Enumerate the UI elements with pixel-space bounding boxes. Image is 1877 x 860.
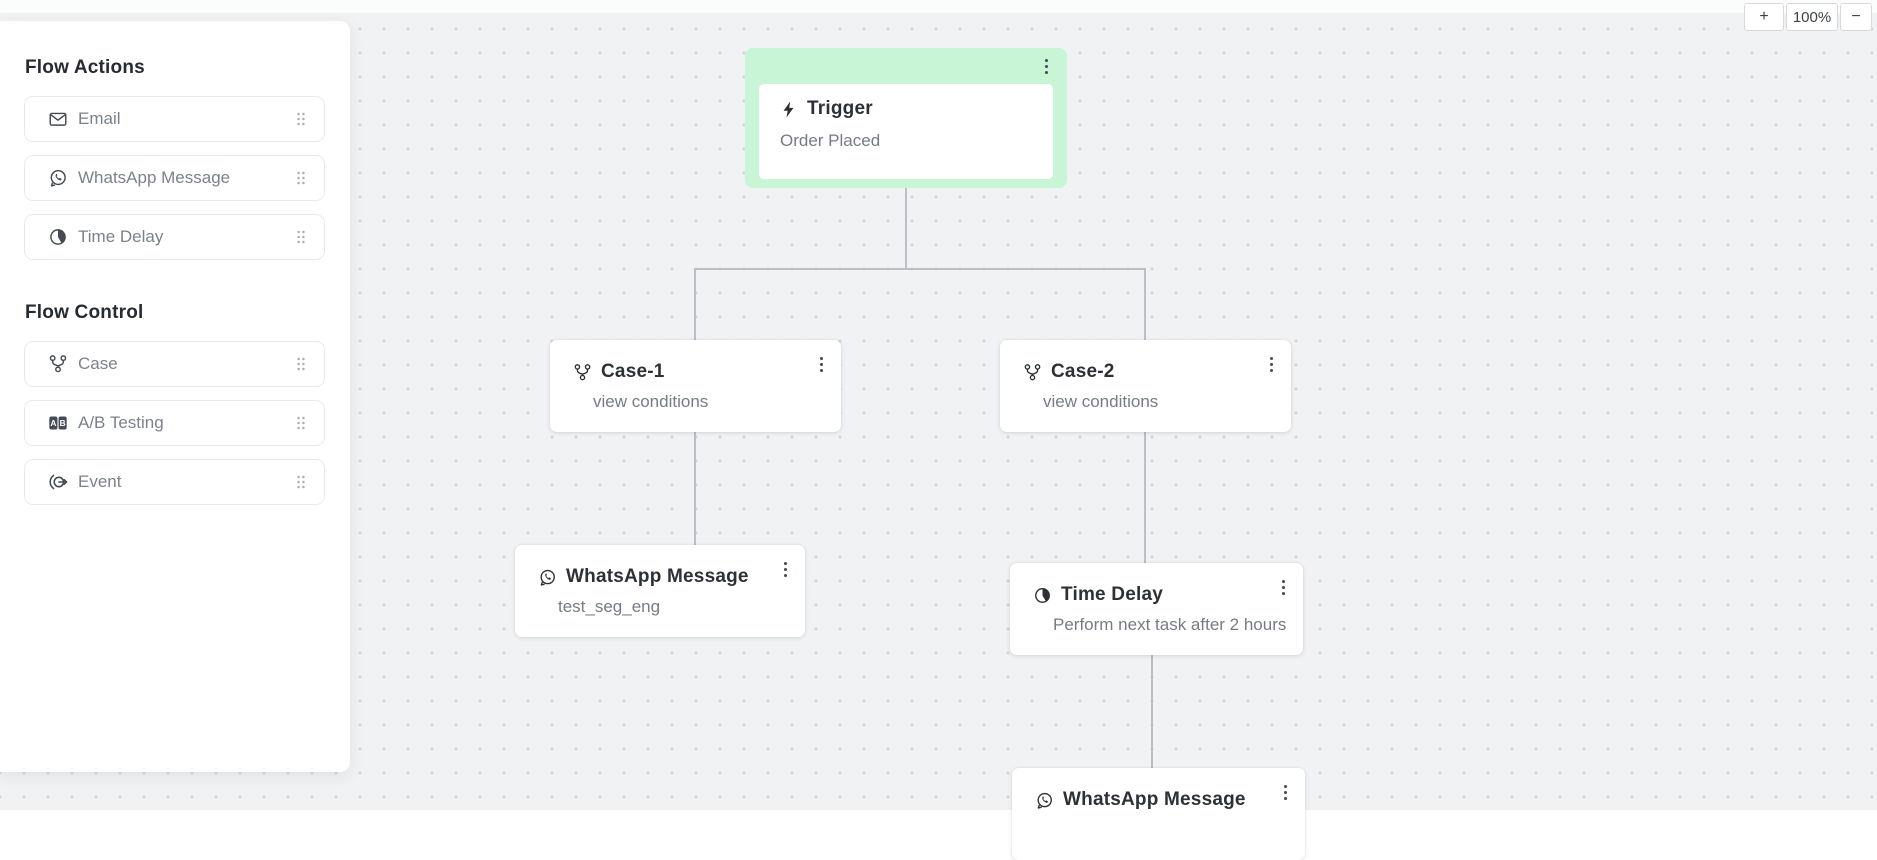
sidebar-item-event[interactable]: Event xyxy=(24,459,325,505)
drag-handle-icon[interactable] xyxy=(296,415,306,431)
drag-handle-icon[interactable] xyxy=(296,111,306,127)
view-conditions-link[interactable]: view conditions xyxy=(593,392,709,411)
kebab-menu-icon[interactable] xyxy=(1044,58,1049,75)
time-delay-icon xyxy=(48,227,68,247)
edge-drop-case-2 xyxy=(1144,269,1146,340)
sidebar-item-label: Case xyxy=(78,354,118,373)
case-icon xyxy=(1023,363,1042,382)
sidebar-item-case[interactable]: Case xyxy=(24,341,325,387)
email-icon xyxy=(48,109,68,129)
node-trigger[interactable]: Trigger Order Placed xyxy=(745,48,1067,188)
node-subtitle: test_seg_eng xyxy=(558,597,661,616)
edge-case-1-whatsapp xyxy=(694,432,696,545)
sidebar-item-label: Event xyxy=(78,472,122,491)
sidebar-item-label: Email xyxy=(78,109,121,128)
drag-handle-icon[interactable] xyxy=(296,229,306,245)
edge-split-horizontal xyxy=(694,268,1146,270)
node-whatsapp-message-2[interactable]: WhatsApp Message xyxy=(1012,768,1305,860)
drag-handle-icon[interactable] xyxy=(296,170,306,186)
node-subtitle: Order Placed xyxy=(780,131,881,150)
section-title-flow-control: Flow Control xyxy=(25,302,144,323)
whatsapp-icon xyxy=(48,168,68,188)
node-time-delay[interactable]: Time Delay Perform next task after 2 hou… xyxy=(1010,563,1303,655)
case-icon xyxy=(573,363,592,382)
edge-trigger-down xyxy=(905,188,907,269)
sidebar-item-label: A/B Testing xyxy=(78,413,164,432)
kebab-menu-icon[interactable] xyxy=(1281,579,1286,596)
sidebar-item-email[interactable]: Email xyxy=(24,96,325,142)
kebab-menu-icon[interactable] xyxy=(783,561,788,578)
sidebar-item-label: WhatsApp Message xyxy=(78,168,231,187)
whatsapp-icon xyxy=(538,568,557,587)
section-title-flow-actions: Flow Actions xyxy=(25,57,145,78)
sidebar-item-ab-testing[interactable]: A/B Testing xyxy=(24,400,325,446)
case-icon xyxy=(48,354,68,374)
flow-palette-sidebar: Flow Actions Email WhatsApp Message Time… xyxy=(0,21,350,772)
node-title: WhatsApp Message xyxy=(566,566,749,587)
kebab-menu-icon[interactable] xyxy=(1283,784,1288,801)
node-case-1[interactable]: Case-1 view conditions xyxy=(550,340,841,432)
zoom-in-button[interactable]: + xyxy=(1744,3,1784,31)
edge-drop-case-1 xyxy=(694,269,696,340)
zoom-toolbar: + 100% − xyxy=(1744,3,1872,31)
event-icon xyxy=(48,472,68,492)
drag-handle-icon[interactable] xyxy=(296,356,306,372)
zoom-level: 100% xyxy=(1786,3,1838,31)
whatsapp-icon xyxy=(1035,791,1054,810)
view-conditions-link[interactable]: view conditions xyxy=(1043,392,1159,411)
drag-handle-icon[interactable] xyxy=(296,474,306,490)
time-delay-icon xyxy=(1033,586,1052,605)
node-title: Trigger xyxy=(807,98,873,119)
top-strip xyxy=(0,0,1877,13)
sidebar-item-whatsapp-message[interactable]: WhatsApp Message xyxy=(24,155,325,201)
zoom-out-button[interactable]: − xyxy=(1840,3,1872,31)
node-title: Time Delay xyxy=(1061,584,1163,605)
sidebar-item-time-delay[interactable]: Time Delay xyxy=(24,214,325,260)
kebab-menu-icon[interactable] xyxy=(1269,356,1274,373)
lightning-icon xyxy=(779,100,798,119)
trigger-card: Trigger Order Placed xyxy=(759,84,1053,179)
node-whatsapp-message-1[interactable]: WhatsApp Message test_seg_eng xyxy=(515,545,805,637)
sidebar-item-label: Time Delay xyxy=(78,227,164,246)
node-title: Case-2 xyxy=(1051,361,1115,382)
edge-case-2-timedelay xyxy=(1144,432,1146,563)
node-title: WhatsApp Message xyxy=(1063,789,1246,810)
edge-timedelay-whatsapp xyxy=(1151,655,1153,768)
ab-testing-icon xyxy=(48,413,68,433)
node-case-2[interactable]: Case-2 view conditions xyxy=(1000,340,1291,432)
node-title: Case-1 xyxy=(601,361,665,382)
kebab-menu-icon[interactable] xyxy=(819,356,824,373)
node-subtitle: Perform next task after 2 hours xyxy=(1053,615,1287,634)
